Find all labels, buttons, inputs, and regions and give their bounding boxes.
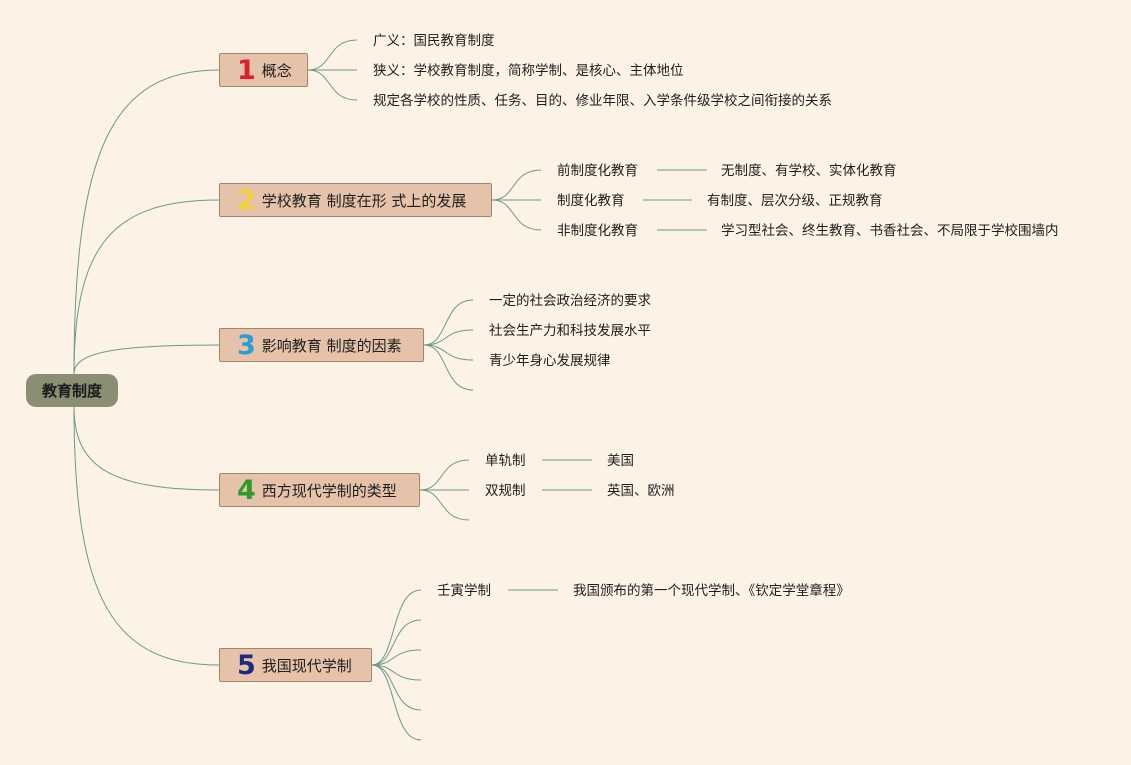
branch-to-child-line — [371, 664, 422, 741]
leaf-text[interactable]: 规定各学校的性质、任务、目的、修业年限、入学条件级学校之间衔接的关系 — [373, 93, 832, 109]
leaf-detail[interactable]: 英国、欧洲 — [607, 483, 675, 499]
leaf-detail[interactable]: 我国颁布的第一个现代学制、《钦定学堂章程》 — [573, 583, 850, 599]
root-to-branch-line — [73, 406, 220, 491]
branch-title: 影响教育 制度的因素 — [261, 336, 402, 355]
leaf-text[interactable]: 非制度化教育 — [557, 223, 638, 239]
branch-node-development[interactable]: 2 学校教育 制度在形 式上的发展 — [219, 183, 492, 217]
branch-number: 1 — [237, 54, 256, 86]
branch-to-child-line — [423, 299, 474, 346]
leaf-detail[interactable]: 有制度、层次分级、正规教育 — [707, 193, 883, 209]
branch-to-child-line — [307, 39, 358, 71]
branch-to-child-line — [307, 69, 358, 101]
branch-number: 3 — [237, 329, 256, 361]
leaf-text[interactable]: 单轨制 — [485, 453, 526, 469]
root-to-branch-line — [73, 406, 220, 666]
branch-number: 2 — [237, 184, 256, 216]
root-label: 教育制度 — [41, 382, 102, 400]
leaf-detail[interactable]: 学习型社会、终生教育、书香社会、不局限于学校围墙内 — [721, 223, 1059, 239]
branch-node-factors[interactable]: 3 影响教育 制度的因素 — [219, 328, 424, 362]
branch-to-child-line — [371, 619, 422, 666]
branch-node-western-types[interactable]: 4 西方现代学制的类型 — [219, 473, 420, 507]
branch-to-child-line — [491, 169, 542, 201]
leaf-detail[interactable]: 美国 — [607, 453, 634, 469]
branch-to-child-line — [371, 664, 422, 681]
leaf-text[interactable]: 一定的社会政治经济的要求 — [489, 293, 651, 309]
leaf-text[interactable]: 制度化教育 — [557, 193, 625, 209]
leaf-text[interactable]: 双规制 — [485, 483, 526, 499]
branch-title: 学校教育 制度在形 式上的发展 — [261, 191, 467, 210]
root-to-branch-line — [73, 199, 220, 375]
leaf-text[interactable]: 社会生产力和科技发展水平 — [489, 323, 651, 339]
leaf-text[interactable]: 前制度化教育 — [557, 163, 638, 179]
branch-node-china-modern[interactable]: 5 我国现代学制 — [219, 648, 372, 682]
branch-to-child-line — [423, 344, 474, 361]
branch-title: 我国现代学制 — [261, 656, 352, 675]
root-to-branch-line — [73, 344, 220, 375]
branch-to-child-line — [371, 649, 422, 666]
branch-number: 4 — [237, 474, 256, 506]
root-node[interactable]: 教育制度 — [26, 374, 118, 407]
branch-to-child-line — [491, 199, 542, 231]
branch-to-child-line — [371, 589, 422, 666]
branch-number: 5 — [237, 649, 256, 681]
leaf-text[interactable]: 壬寅学制 — [437, 583, 491, 599]
branch-to-child-line — [423, 329, 474, 346]
leaf-text[interactable]: 广义：国民教育制度 — [373, 33, 495, 49]
branch-title: 西方现代学制的类型 — [261, 481, 397, 500]
leaf-detail[interactable]: 无制度、有学校、实体化教育 — [721, 163, 897, 179]
branch-node-concept[interactable]: 1 概念 — [219, 53, 308, 87]
leaf-text[interactable]: 狭义：学校教育制度，简称学制、是核心、主体地位 — [373, 63, 684, 79]
branch-to-child-line — [371, 664, 422, 711]
root-to-branch-line — [73, 69, 220, 375]
branch-to-child-line — [423, 344, 474, 391]
branch-to-child-line — [419, 459, 470, 491]
branch-to-child-line — [419, 489, 470, 521]
branch-title: 概念 — [261, 61, 292, 80]
leaf-text[interactable]: 青少年身心发展规律 — [489, 353, 611, 369]
